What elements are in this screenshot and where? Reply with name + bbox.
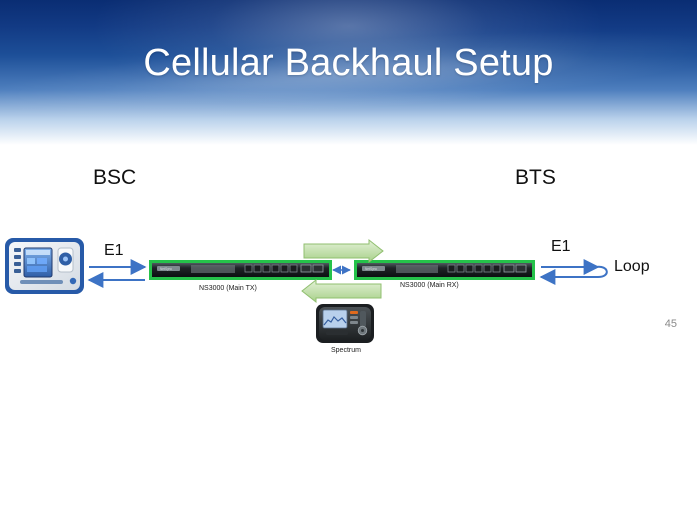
bsc-label: BSC <box>93 166 137 189</box>
main-tx-label: NS3000 (Main TX) <box>199 285 257 292</box>
page-number: 45 <box>664 318 677 330</box>
right-e1-arrows <box>539 259 608 285</box>
slide-title: Cellular Backhaul Setup <box>143 42 554 84</box>
left-e1-label: E1 <box>104 242 124 259</box>
right-e1-label: E1 <box>551 238 571 255</box>
forward-direction-arrow <box>303 238 384 264</box>
spectrum-label: Spectrum <box>331 347 361 354</box>
left-e1-arrows <box>87 259 147 288</box>
right-network-device: NetSync <box>354 260 535 280</box>
svg-text:NetSync: NetSync <box>365 267 377 271</box>
spectrum-analyzer-icon <box>316 304 374 343</box>
left-network-device: NetSync <box>149 260 332 280</box>
main-rx-label: NS3000 (Main RX) <box>400 282 459 289</box>
svg-text:NetSync: NetSync <box>160 267 172 271</box>
slide-header-background <box>0 0 697 145</box>
bts-label: BTS <box>515 166 556 189</box>
return-direction-arrow <box>301 278 382 304</box>
handheld-tester-icon <box>5 238 84 294</box>
loop-label: Loop <box>614 258 650 275</box>
